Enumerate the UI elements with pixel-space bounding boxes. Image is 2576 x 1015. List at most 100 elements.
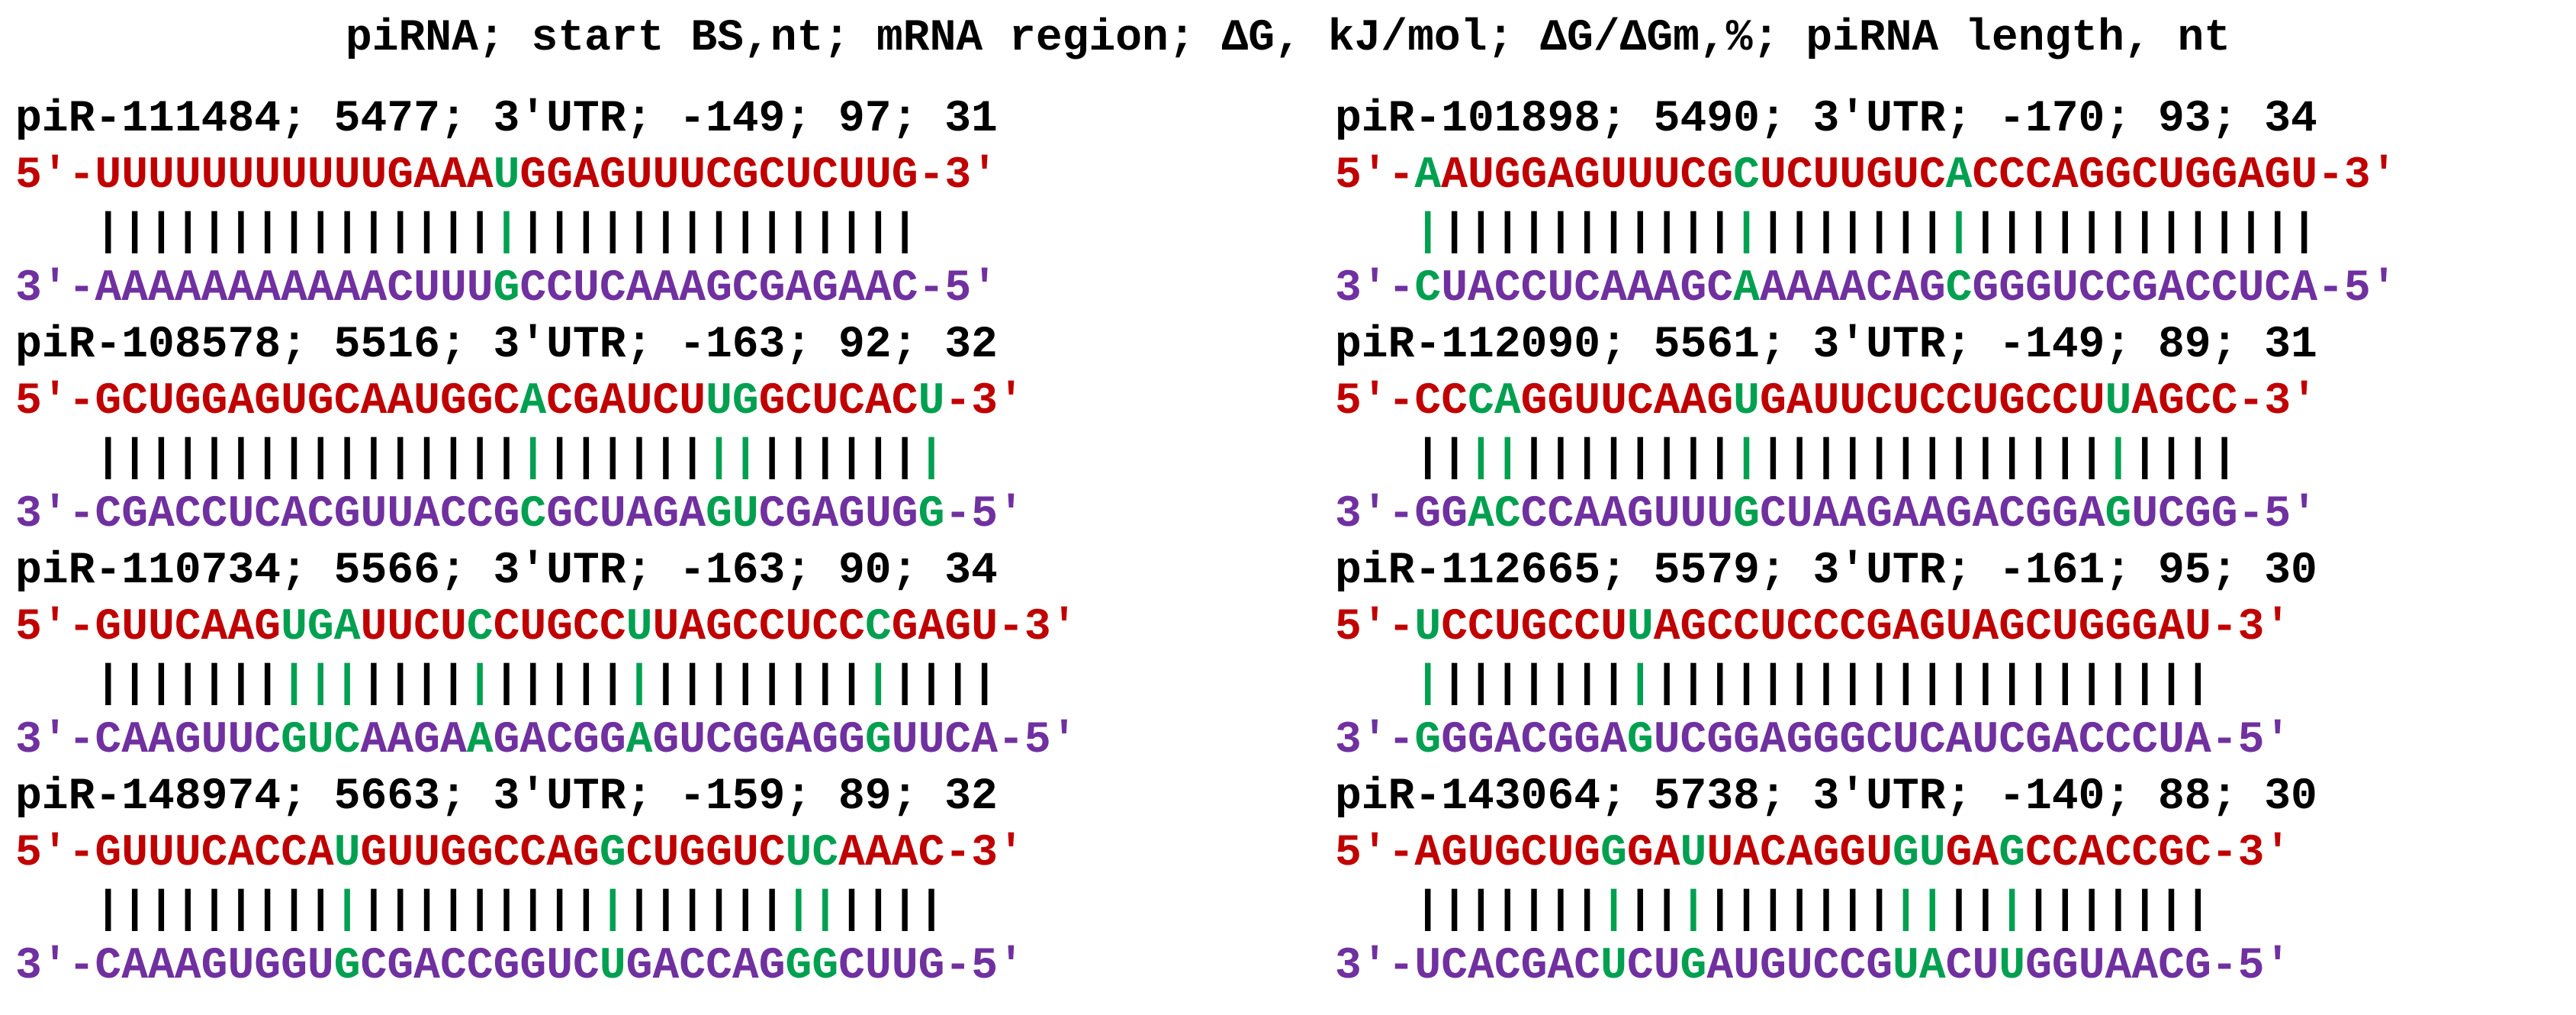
nucleotide: G [1414,490,1442,540]
nucleotide: C [2105,716,2132,765]
nucleotide: C [1626,942,1654,991]
pair-bar: | [599,885,626,935]
nucleotide: G [493,264,520,314]
nucleotide: U [1839,151,1867,201]
strand-prefix: 3'- [1335,490,1415,540]
nucleotide: G [706,829,732,878]
nucleotide: C [1706,603,1734,652]
nucleotide: U [626,603,653,652]
pair-bar: | [1441,208,1468,257]
nucleotide: A [1733,829,1760,878]
nucleotide: C [891,377,918,427]
pair-bar: | [2078,433,2105,483]
nucleotide: G [2078,603,2105,652]
nucleotide: C [599,603,626,652]
nucleotide: G [599,151,626,201]
nucleotide: C [758,603,786,652]
nucleotide: G [307,603,334,652]
nucleotide: A [626,490,653,540]
pair-bar: | [493,885,520,935]
pair-bar: | [918,433,945,483]
nucleotide: C [573,603,600,652]
nucleotide: U [1972,716,1999,765]
pair-bar: | [864,885,892,935]
nucleotide: C [519,490,547,540]
nucleotide: U [1893,377,1919,427]
pair-bar: | [254,659,281,709]
nucleotide: U [1972,377,1999,427]
nucleotide: A [1653,829,1680,878]
pair-bar: | [1468,885,1494,935]
pair-bar: | [573,659,600,709]
duplex-caption: piR-110734; 5566; 3'UTR; -163; 90; 34 [15,546,998,596]
nucleotide: A [1547,942,1574,991]
nucleotide: U [1999,942,2026,991]
nucleotide: A [281,264,307,314]
nucleotide: C [1999,151,2026,201]
nucleotide: C [1918,151,1946,201]
strand-sequence: CAAGUUCGUCAAGAAGACGGAGUCGGAGGGUUCA [95,716,998,765]
nucleotide: A [439,716,467,765]
nucleotide: U [227,490,255,540]
strand-prefix: 5'- [1335,603,1415,652]
pair-bar: | [944,659,972,709]
pair-bar: | [546,659,574,709]
nucleotide: G [758,377,786,427]
pair-bar: | [307,433,334,483]
nucleotide: U [413,377,440,427]
nucleotide: G [2025,942,2052,991]
nucleotide: A [1600,716,1627,765]
nucleotide: C [812,151,839,201]
nucleotide: G [706,264,732,314]
pair-bar: | [1600,885,1627,935]
pair-bar: | [439,885,467,935]
nucleotide: G [732,151,759,201]
strand-suffix: -3' [944,377,1024,427]
duplex-caption: piR-112090; 5561; 3'UTR; -149; 89; 31 [1335,321,2317,370]
nucleotide: A [227,377,255,427]
pair-bar: | [439,433,467,483]
nucleotide: G [2025,716,2052,765]
pair-bar: | [148,208,175,257]
mrna-strand: 5'-AGUGCUGGGAUUACAGGUGUGAGCCACCGC-3' [1335,826,2397,882]
nucleotide: A [652,942,680,991]
pair-bar: | [546,433,574,483]
pair-bar: | [2184,208,2211,257]
nucleotide: C [1812,942,1840,991]
nucleotide: G [1706,151,1734,201]
nucleotide: C [1812,603,1840,652]
pair-bar: | [2078,659,2105,709]
pair-bar: | [1547,885,1574,935]
nucleotide: G [1839,829,1867,878]
nucleotide: A [1600,264,1627,314]
pair-bar: | [918,659,945,709]
pair-bar: | [360,659,388,709]
pair-bar: | [812,659,839,709]
pair-bar: | [1574,208,1601,257]
nucleotide: U [732,829,759,878]
nucleotide: C [121,377,149,427]
nucleotide: G [254,942,281,991]
nucleotide: U [785,829,812,878]
nucleotide: G [679,829,706,878]
pair-bar: | [1945,433,1973,483]
pair-bar: | [466,433,494,483]
nucleotide: U [439,603,467,652]
nucleotide: U [201,716,228,765]
nucleotide: U [546,942,574,991]
nucleotide: G [121,490,149,540]
nucleotide: A [1972,603,1999,652]
nucleotide: G [812,716,839,765]
nucleotide: U [1468,151,1494,201]
nucleotide: A [1441,151,1468,201]
nucleotide: G [519,942,547,991]
nucleotide: G [546,151,574,201]
pair-bar: | [838,433,865,483]
nucleotide: G [1812,829,1840,878]
nucleotide: C [2078,716,2105,765]
nucleotide: G [281,716,307,765]
nucleotide: C [2264,264,2291,314]
nucleotide: G [2184,490,2211,540]
pair-bar: | [626,433,653,483]
nucleotide: C [1866,716,1893,765]
